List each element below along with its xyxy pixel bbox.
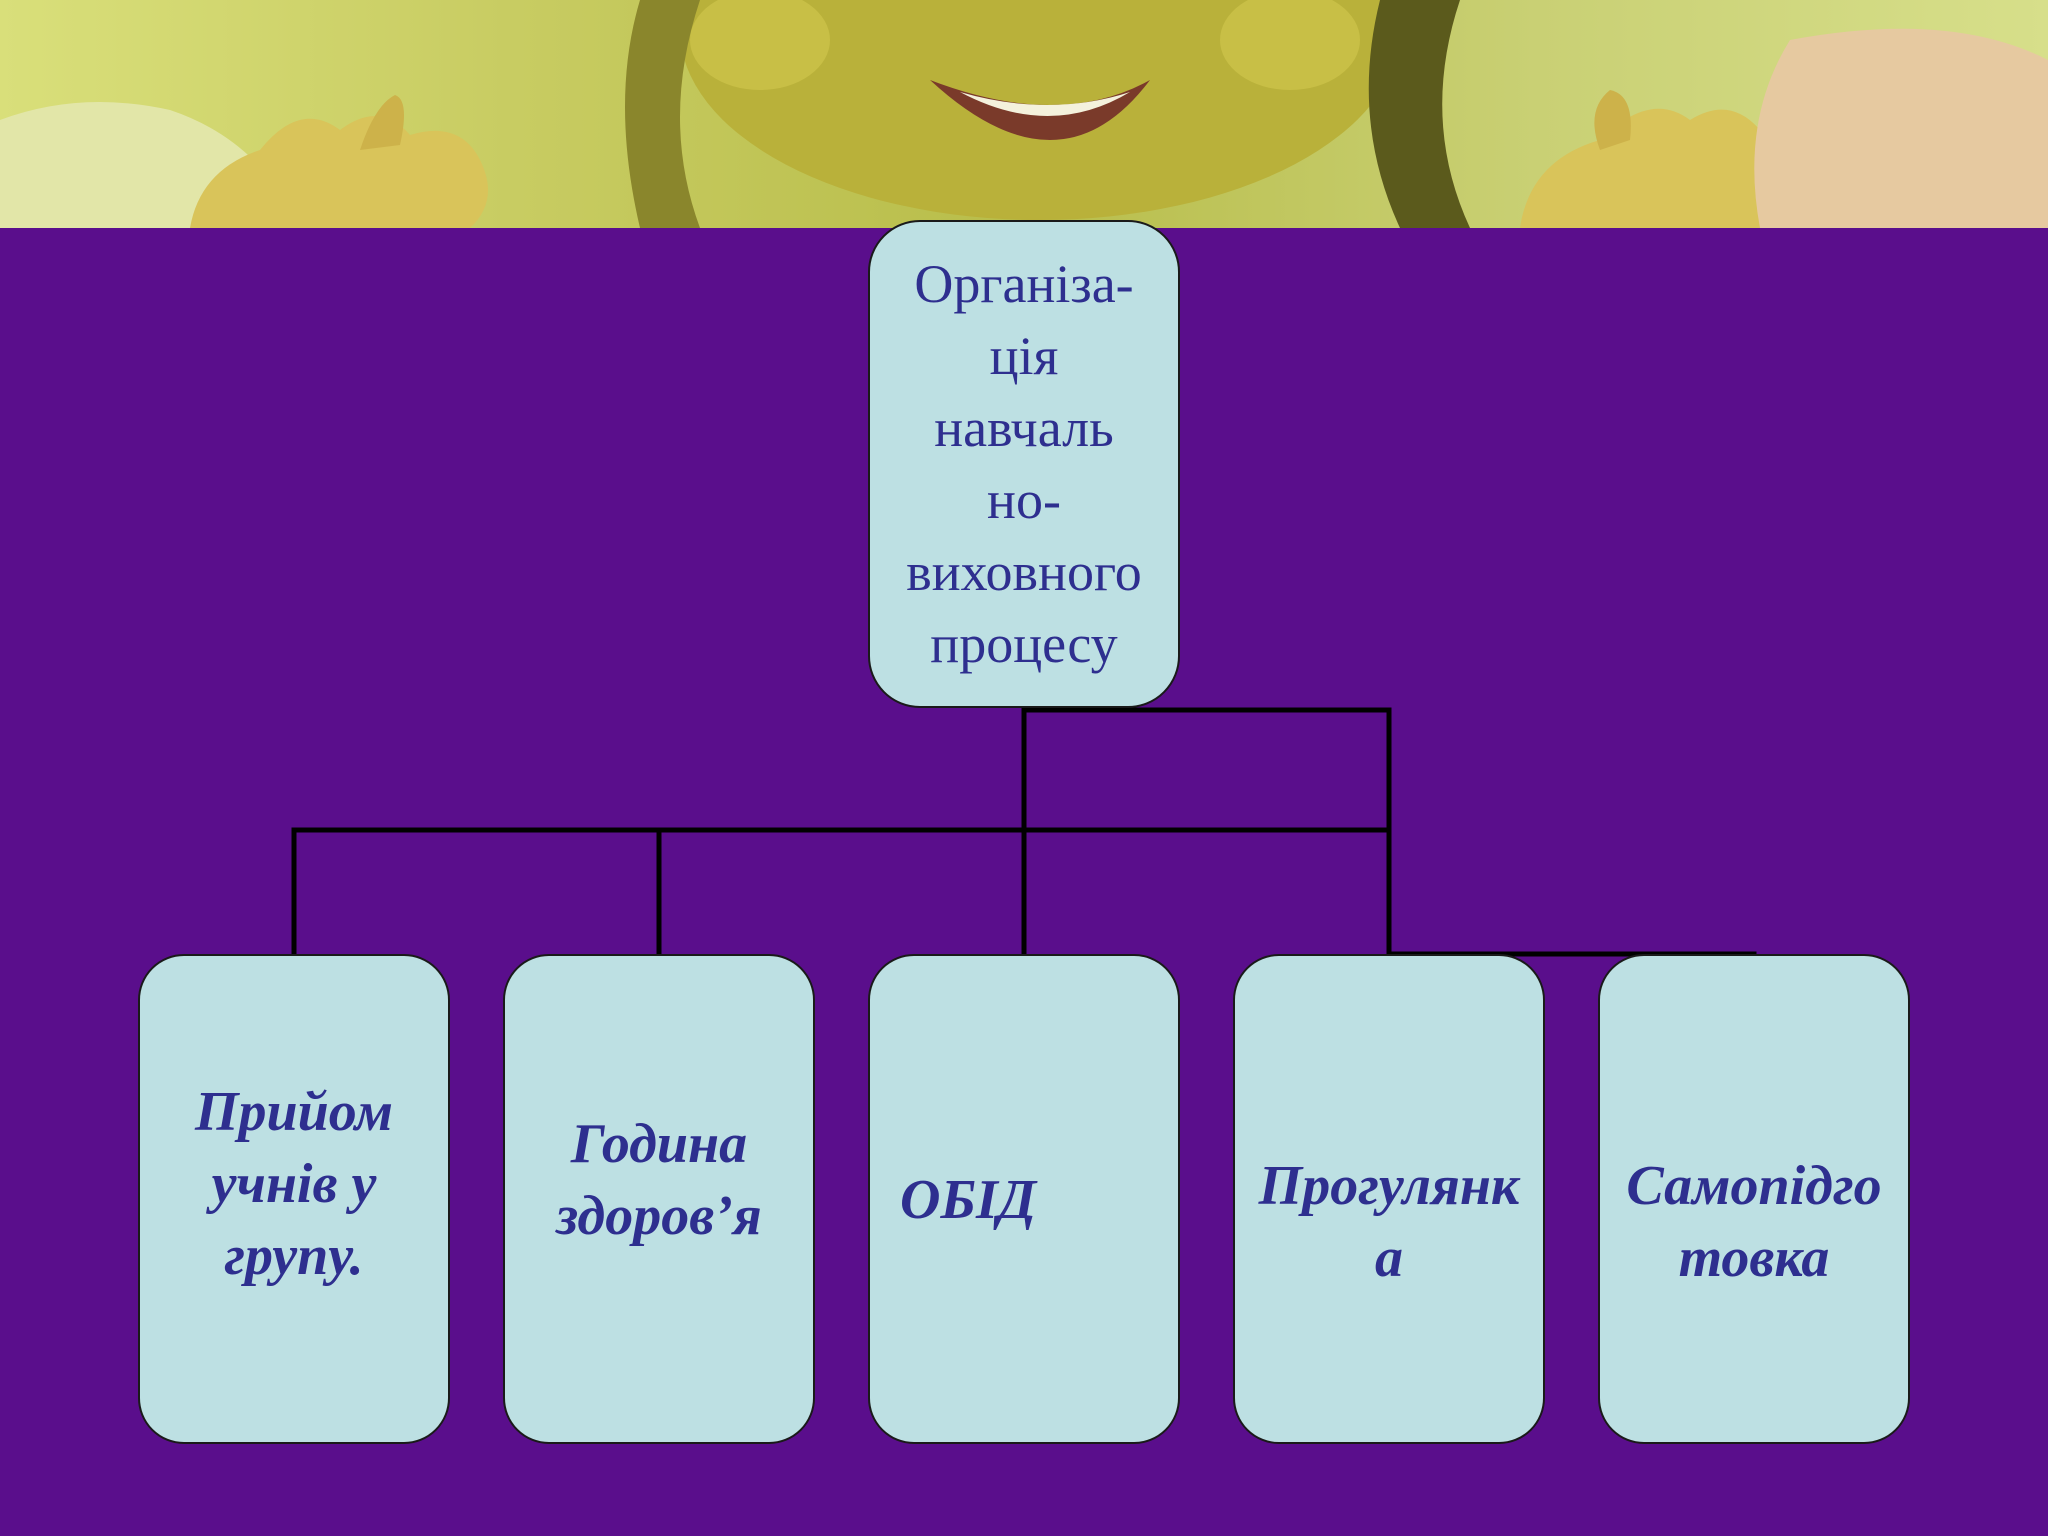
right-hand-shape <box>1520 108 1787 228</box>
child-node-reception: Прийом учнів у групу. <box>138 954 450 1444</box>
child-node-label: Самопідго товка <box>1626 1155 1882 1289</box>
child-node-label: Година здоров’я <box>556 1113 762 1247</box>
child-node-walk: Прогулянк а <box>1233 954 1545 1444</box>
left-hand-shape <box>190 116 488 228</box>
child-node-label: ОБІД <box>900 1169 1037 1231</box>
hair-left-shape <box>625 0 700 228</box>
left-cheek-shape <box>690 0 830 90</box>
left-finger-shape <box>360 95 404 150</box>
child-photo-banner <box>0 0 2048 228</box>
child-node-self-study: Самопідго товка <box>1598 954 1910 1444</box>
child-photo-image <box>0 0 2048 228</box>
child-node-lunch: ОБІД <box>868 954 1180 1444</box>
root-node-label: Організа- ція навчаль но- виховного проц… <box>906 254 1142 674</box>
right-blanket-shape <box>1754 28 2048 228</box>
hair-right-shape <box>1368 0 1470 228</box>
child-node-label: Прийом учнів у групу. <box>194 1081 394 1287</box>
root-node: Організа- ція навчаль но- виховного проц… <box>868 220 1180 708</box>
teeth-shape <box>960 92 1130 116</box>
right-finger-shape <box>1594 90 1631 150</box>
child-node-label: Прогулянк а <box>1258 1155 1520 1289</box>
right-cheek-shape <box>1220 0 1360 90</box>
child-node-health-hour: Година здоров’я <box>503 954 815 1444</box>
